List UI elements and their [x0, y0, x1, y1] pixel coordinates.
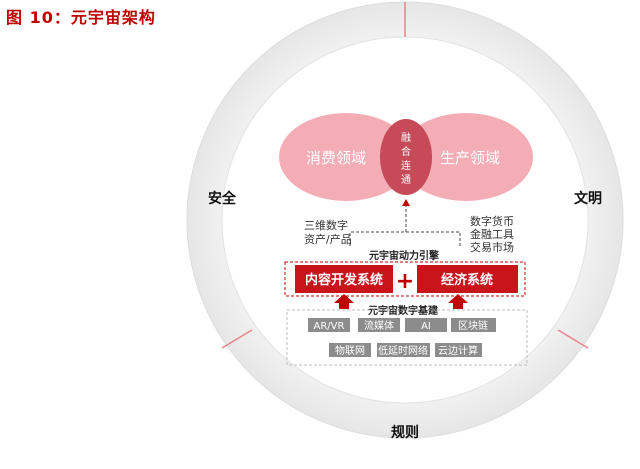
economy-label: 经济系统 [441, 272, 493, 288]
note-left-line1: 三维数字 [304, 218, 348, 232]
venn-right-label: 生产领域 [440, 149, 500, 167]
venn-intersection [380, 119, 432, 195]
ring-divider-lower-right [557, 329, 589, 349]
note-right-line1: 数字货币 [470, 214, 514, 228]
note-right-line3: 交易市场 [470, 240, 514, 254]
up-arrow-right [448, 294, 468, 309]
infra-frame [286, 309, 528, 366]
infra-tag-arvr [308, 318, 350, 332]
venn-connector-arrowhead [402, 199, 410, 206]
infra-tag-iot [329, 343, 371, 357]
venn-right-circle [399, 113, 533, 201]
ring-label-civilization: 文明 [574, 190, 602, 207]
venn-left-label: 消费领域 [306, 149, 366, 167]
venn-center-char-3: 连 [401, 159, 411, 172]
venn-center-char-1: 融 [401, 132, 411, 144]
ring-label-security: 安全 [208, 190, 237, 207]
ring-divider-lower-left [221, 329, 253, 349]
power-engine: 元宇宙动力引擎 内容开发系统 + 经济系统 [284, 249, 526, 297]
infra-tag-streaming [358, 318, 400, 332]
infra-tag-cloud-edge [435, 343, 482, 357]
venn-diagram: 消费领域 生产领域 融 合 连 通 [279, 113, 533, 201]
infra-tag-ai [405, 318, 447, 332]
digital-infrastructure: 元宇宙数字基建 AR/VR 流媒体 AI 区块链 物联网 低延时网络 云边计算 [286, 304, 528, 366]
engine-frame [284, 261, 526, 297]
infra-tag-low-latency [377, 343, 430, 357]
ring-label-rules: 规则 [391, 424, 419, 441]
infra-tag-cloud-edge-label: 云边计算 [438, 344, 478, 357]
venn-center-char-2: 合 [401, 145, 411, 158]
economy-box [417, 265, 518, 293]
infra-tag-arvr-label: AR/VR [314, 321, 345, 332]
infra-tag-blockchain-label: 区块链 [458, 319, 488, 332]
venn-left-circle [279, 113, 413, 201]
infra-tag-low-latency-label: 低延时网络 [378, 344, 428, 357]
infra-tag-iot-label: 物联网 [335, 344, 365, 357]
note-left-line2: 资产/产品 [304, 232, 352, 246]
up-arrow-left [334, 294, 354, 309]
infra-tag-streaming-label: 流媒体 [364, 319, 394, 332]
infra-tag-blockchain [451, 318, 496, 332]
engine-title: 元宇宙动力引擎 [369, 249, 439, 262]
engine-plus: + [396, 269, 414, 294]
venn-connector [349, 205, 461, 246]
up-arrows [334, 294, 468, 309]
figure-title: 图 10：元宇宙架构 [6, 8, 156, 27]
content-dev-label: 内容开发系统 [305, 272, 383, 288]
note-right-line2: 金融工具 [470, 227, 514, 241]
infra-tag-ai-label: AI [421, 321, 431, 332]
content-dev-box [295, 265, 393, 293]
venn-center-char-4: 通 [401, 174, 411, 186]
outer-ring [186, 1, 624, 439]
